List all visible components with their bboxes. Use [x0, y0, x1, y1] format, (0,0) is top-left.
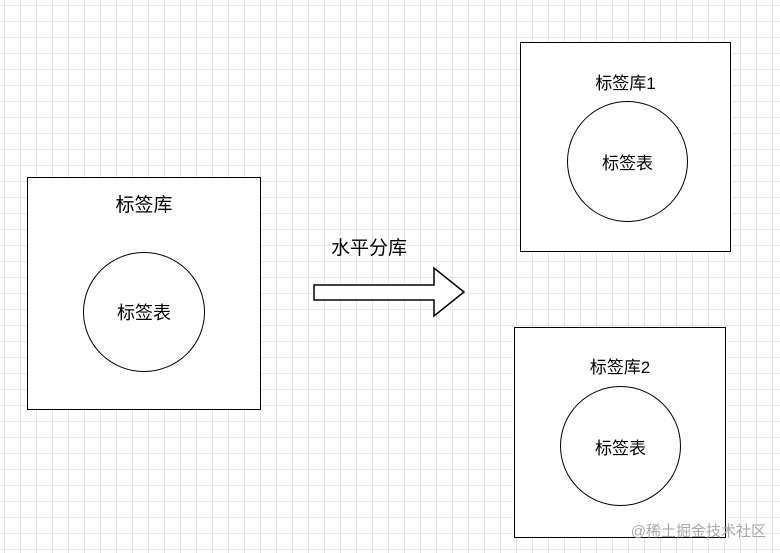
- shard-database-title-1: 标签库1: [595, 74, 656, 93]
- source-table-label: 标签表: [117, 303, 171, 323]
- source-database-box: 标签库 标签表: [27, 177, 261, 410]
- shard-database-box-1: 标签库1 标签表: [520, 42, 731, 252]
- shard-database-box-2: 标签库2 标签表: [514, 327, 726, 538]
- shard-table-label-2: 标签表: [595, 438, 646, 458]
- shard-table-circle-2: 标签表: [560, 386, 681, 506]
- shard-table-circle-1: 标签表: [567, 101, 688, 222]
- watermark: @稀土掘金技术社区: [630, 523, 766, 540]
- shard-table-label-1: 标签表: [602, 154, 653, 173]
- source-table-circle: 标签表: [83, 252, 205, 372]
- shard-database-title-2: 标签库2: [589, 358, 651, 377]
- arrow-label: 水平分库: [331, 238, 408, 259]
- source-database-title: 标签库: [115, 195, 173, 216]
- arrow-shape: [313, 266, 466, 318]
